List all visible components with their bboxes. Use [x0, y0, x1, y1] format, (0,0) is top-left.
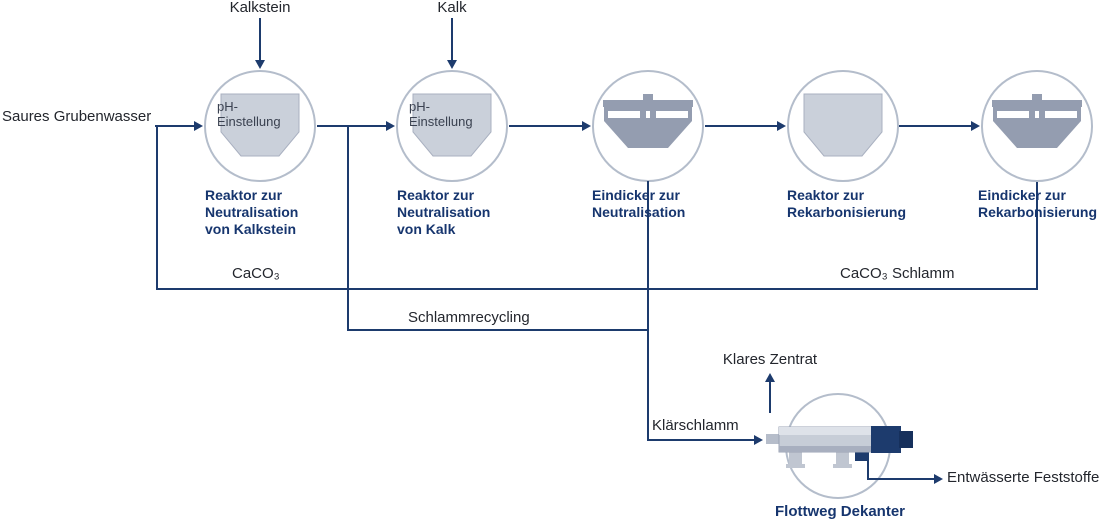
arrowhead-into-eindicker2 [971, 121, 980, 131]
kalkstein-label: Kalkstein [229, 0, 291, 16]
flow-arrowheads [194, 60, 980, 484]
feststoffe-line [867, 460, 934, 480]
arrowhead-klaerschlamm [754, 435, 763, 445]
thickener-icon-neutralisation [603, 94, 693, 148]
unit-name-eindicker-neutralisation: Eindicker zur Neutralisation [592, 187, 686, 220]
schlammrecycling-line [347, 127, 648, 331]
saures-grubenwasser-label: Saures Grubenwasser [2, 108, 152, 125]
arrowhead-into-reaktor3 [777, 121, 786, 131]
arrowhead-kalkstein-down [255, 60, 265, 69]
klares-zentrat-label: Klares Zentrat [722, 351, 818, 368]
unit-name-reaktor-kalkstein: Reaktor zur Neutralisation von Kalkstein [205, 187, 299, 237]
klaerschlamm-line [647, 181, 754, 441]
ph-einstellung-label-1: pH- Einstellung [217, 99, 281, 129]
unit-name-eindicker-rekarbonisierung: Eindicker zur Rekarbonisierung [978, 187, 1098, 220]
arrowhead-feed-right [194, 121, 203, 131]
schlammrecycling-label: Schlammrecycling [408, 309, 530, 326]
caco3-schlamm-label: CaCO₃ Schlamm [840, 265, 955, 282]
klaerschlamm-label: Klärschlamm [652, 417, 739, 434]
hopper-icon-reaktor-rekarbonisierung [803, 93, 883, 157]
caco3-recycle-line [156, 127, 1038, 290]
arrowhead-into-eindicker1 [582, 121, 591, 131]
flottweg-dekanter-label: Flottweg Dekanter [774, 503, 906, 520]
unit-name-reaktor-kalk: Reaktor zur Neutralisation von Kalk [397, 187, 491, 237]
thickener-icon-rekarbonisierung [992, 94, 1082, 148]
entwaesserte-feststoffe-label: Entwässerte Feststoffe [947, 469, 1100, 486]
flow-lines [155, 18, 1038, 480]
arrowhead-zentrat-up [765, 373, 775, 382]
unit-name-reaktor-rekarbonisierung: Reaktor zur Rekarbonisierung [787, 187, 907, 220]
arrowhead-feststoffe [934, 474, 943, 484]
kalk-label: Kalk [437, 0, 467, 16]
arrowhead-kalk-down [447, 60, 457, 69]
arrowhead-into-reaktor2 [386, 121, 395, 131]
ph-einstellung-label-2: pH- Einstellung [409, 99, 473, 129]
caco3-label: CaCO₃ [232, 265, 280, 282]
hopper-icon-reaktor-kalk [412, 93, 492, 157]
decanter-machine-icon [766, 426, 913, 468]
hopper-icon-reaktor-kalkstein [220, 93, 300, 157]
